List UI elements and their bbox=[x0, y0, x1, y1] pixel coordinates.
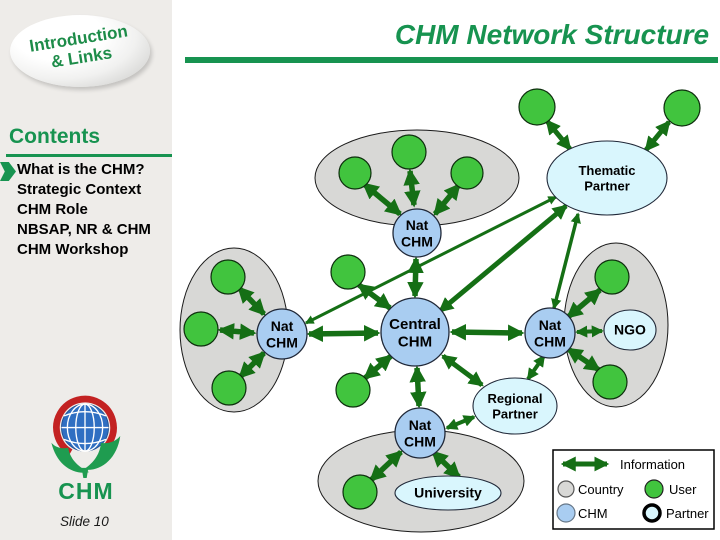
user-circle bbox=[450, 156, 484, 190]
user-circle bbox=[663, 89, 701, 127]
information-flow-arrow bbox=[431, 450, 461, 479]
partner-ellipse bbox=[472, 377, 558, 435]
central-chm-node bbox=[380, 297, 450, 367]
legend-chm-swatch-icon bbox=[556, 503, 576, 523]
user-circle bbox=[342, 474, 378, 510]
slide-number: Slide 10 bbox=[60, 514, 109, 529]
nat-chm-node bbox=[256, 308, 308, 360]
legend-information-label: Information bbox=[620, 457, 685, 472]
information-flow-arrow bbox=[551, 212, 581, 310]
nat-chm-node bbox=[394, 407, 446, 459]
information-flow-arrow bbox=[445, 415, 476, 430]
chm-globe-logo-icon bbox=[51, 395, 121, 478]
partner-label: University bbox=[414, 485, 482, 501]
information-flow-arrow bbox=[363, 353, 393, 381]
information-flow-arrow bbox=[409, 365, 427, 409]
contents-item: What is the CHM? bbox=[17, 161, 145, 178]
active-item-arrow-icon bbox=[0, 162, 16, 181]
contents-heading: Contents bbox=[9, 125, 100, 148]
information-flow-arrow bbox=[237, 286, 266, 316]
information-flow-arrow bbox=[306, 324, 381, 343]
information-flow-arrow bbox=[566, 287, 602, 320]
partner-ellipse bbox=[603, 309, 657, 351]
user-circle bbox=[594, 259, 630, 295]
intro-links-label: Introduction & Links bbox=[8, 18, 152, 77]
nat-chm-node bbox=[392, 208, 442, 258]
legend-item-label: CHM bbox=[578, 506, 608, 521]
user-circle bbox=[518, 88, 556, 126]
contents-item: NBSAP, NR & CHM bbox=[17, 221, 151, 238]
logo-text: CHM bbox=[58, 478, 114, 504]
partner-ellipse bbox=[394, 475, 502, 511]
legend-user-swatch-icon bbox=[644, 479, 664, 499]
legend-item-label: Partner bbox=[666, 506, 709, 521]
contents-item: CHM Role bbox=[17, 201, 88, 218]
partner-ellipse bbox=[546, 140, 668, 216]
title-underline bbox=[185, 57, 718, 63]
user-circle bbox=[210, 259, 246, 295]
user-circle bbox=[592, 364, 628, 400]
legend-item-label: Country bbox=[578, 482, 624, 497]
information-flow-arrow bbox=[369, 449, 403, 483]
information-flow-arrow bbox=[526, 354, 546, 381]
information-flow-arrow bbox=[217, 323, 257, 340]
user-circle bbox=[391, 134, 427, 170]
information-flow-arrow bbox=[441, 353, 484, 388]
legend-country-swatch-icon bbox=[557, 480, 575, 498]
user-circle bbox=[211, 370, 247, 406]
page-title: CHM Network Structure bbox=[394, 19, 710, 50]
contents-item: Strategic Context bbox=[17, 181, 142, 198]
contents-underline bbox=[6, 154, 172, 157]
user-circle bbox=[183, 311, 219, 347]
information-flow-arrow bbox=[565, 346, 602, 373]
sidebar: Introduction & Links Contents What is th… bbox=[0, 0, 172, 540]
legend-partner-swatch-icon bbox=[642, 503, 662, 523]
legend-item-label: User bbox=[669, 482, 697, 497]
contents-item: CHM Workshop bbox=[17, 241, 129, 258]
information-flow-arrow bbox=[304, 195, 558, 325]
information-flow-arrow bbox=[644, 120, 671, 152]
information-flow-arrow bbox=[449, 323, 525, 342]
intro-links-button[interactable]: Introduction & Links bbox=[10, 15, 150, 87]
partner-label: NGO bbox=[614, 322, 646, 338]
user-circle bbox=[335, 372, 371, 408]
user-circle bbox=[330, 254, 366, 290]
information-flow-arrow bbox=[545, 119, 572, 151]
information-flow-arrow bbox=[575, 325, 604, 338]
nat-chm-node bbox=[524, 307, 576, 359]
information-flow-arrow bbox=[238, 351, 266, 379]
user-circle bbox=[338, 156, 372, 190]
information-flow-arrow bbox=[407, 256, 424, 299]
